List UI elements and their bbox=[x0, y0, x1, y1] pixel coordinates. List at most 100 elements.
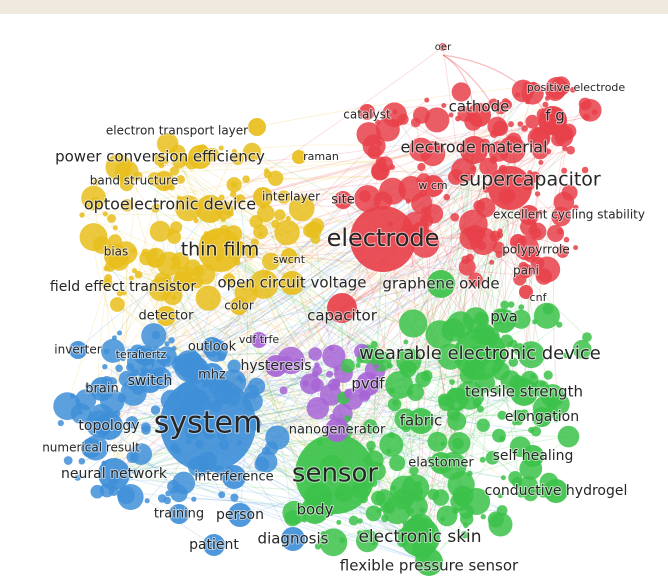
red-node-bubble[interactable] bbox=[448, 169, 464, 186]
mhz-label[interactable]: mhz bbox=[197, 367, 227, 384]
yellow-node-bubble[interactable] bbox=[258, 231, 264, 237]
numerical-result-bubble[interactable] bbox=[81, 438, 101, 458]
blue-node-bubble[interactable] bbox=[217, 352, 226, 362]
green-node-bubble[interactable] bbox=[455, 389, 465, 399]
blue-node-bubble[interactable] bbox=[151, 330, 161, 340]
blue-node-bubble[interactable] bbox=[144, 498, 150, 504]
blue-node-bubble[interactable] bbox=[57, 420, 64, 427]
field-effect-transistor-label[interactable]: field effect transistor bbox=[49, 278, 197, 296]
excellent-cycling-stability-bubble[interactable] bbox=[519, 205, 539, 225]
green-node-bubble[interactable] bbox=[479, 456, 486, 463]
raman-label[interactable]: raman bbox=[302, 149, 340, 164]
flexible-pressure-sensor-label[interactable]: flexible pressure sensor bbox=[339, 556, 520, 576]
detector-bubble[interactable] bbox=[156, 306, 176, 326]
training-label[interactable]: training bbox=[153, 506, 205, 523]
yellow-node-bubble[interactable] bbox=[112, 225, 118, 231]
interlayer-bubble[interactable] bbox=[253, 187, 273, 207]
green-node-bubble[interactable] bbox=[460, 512, 474, 526]
yellow-node-bubble[interactable] bbox=[134, 270, 143, 279]
elongation-label[interactable]: elongation bbox=[504, 408, 580, 426]
yellow-node-bubble[interactable] bbox=[169, 148, 175, 154]
yellow-node-bubble[interactable] bbox=[262, 252, 280, 271]
purple-node-bubble[interactable] bbox=[329, 413, 335, 420]
purple-node-bubble[interactable] bbox=[279, 386, 288, 395]
yellow-node-bubble[interactable] bbox=[167, 228, 175, 236]
purple-node-bubble[interactable] bbox=[314, 362, 320, 368]
yellow-node-bubble[interactable] bbox=[164, 282, 169, 288]
blue-node-bubble[interactable] bbox=[120, 356, 126, 362]
green-node-bubble[interactable] bbox=[360, 347, 370, 358]
blue-node-bubble[interactable] bbox=[191, 496, 197, 502]
brain-label[interactable]: brain bbox=[84, 381, 119, 398]
blue-node-bubble[interactable] bbox=[239, 378, 245, 384]
capacitor-label[interactable]: capacitor bbox=[306, 306, 379, 326]
tensile-strength-bubble[interactable] bbox=[510, 378, 538, 406]
green-node-bubble[interactable] bbox=[356, 356, 364, 364]
yellow-node-bubble[interactable] bbox=[149, 220, 171, 242]
green-node-bubble[interactable] bbox=[409, 466, 419, 476]
yellow-node-bubble[interactable] bbox=[93, 178, 100, 186]
green-node-bubble[interactable] bbox=[582, 332, 592, 342]
diagnosis-label[interactable]: diagnosis bbox=[257, 529, 330, 549]
red-node-bubble[interactable] bbox=[506, 132, 522, 148]
yellow-node-bubble[interactable] bbox=[163, 274, 172, 284]
blue-node-bubble[interactable] bbox=[126, 363, 135, 372]
blue-node-bubble[interactable] bbox=[102, 364, 108, 370]
yellow-node-bubble[interactable] bbox=[242, 175, 250, 183]
red-node-bubble[interactable] bbox=[497, 228, 503, 234]
electrode-material-label[interactable]: electrode material bbox=[399, 137, 548, 158]
red-node-bubble[interactable] bbox=[468, 272, 483, 288]
green-node-bubble[interactable] bbox=[420, 507, 426, 513]
yellow-node-bubble[interactable] bbox=[120, 199, 134, 212]
band-structure-label[interactable]: band structure bbox=[89, 173, 179, 189]
self-healing-label[interactable]: self healing bbox=[492, 447, 575, 465]
blue-node-bubble[interactable] bbox=[125, 416, 139, 429]
yellow-node-bubble[interactable] bbox=[264, 168, 270, 174]
green-node-bubble[interactable] bbox=[409, 508, 415, 514]
detector-label[interactable]: detector bbox=[138, 308, 196, 325]
yellow-node-bubble[interactable] bbox=[131, 268, 138, 274]
w-cm-label[interactable]: w cm bbox=[417, 178, 448, 193]
red-node-bubble[interactable] bbox=[410, 117, 421, 128]
green-node-bubble[interactable] bbox=[449, 379, 455, 385]
blue-node-bubble[interactable] bbox=[244, 384, 259, 400]
supercapacitor-bubble[interactable] bbox=[488, 166, 532, 210]
red-node-bubble[interactable] bbox=[531, 227, 542, 239]
green-node-bubble[interactable] bbox=[372, 347, 378, 354]
switch-bubble[interactable] bbox=[138, 369, 162, 393]
green-node-bubble[interactable] bbox=[392, 399, 399, 406]
green-node-bubble[interactable] bbox=[542, 303, 554, 315]
red-node-bubble[interactable] bbox=[551, 206, 571, 227]
terahertz-label[interactable]: terahertz bbox=[115, 347, 168, 362]
red-node-bubble[interactable] bbox=[507, 147, 513, 154]
yellow-node-bubble[interactable] bbox=[172, 154, 187, 169]
red-node-bubble[interactable] bbox=[375, 119, 381, 126]
blue-node-bubble[interactable] bbox=[141, 425, 151, 435]
yellow-node-bubble[interactable] bbox=[218, 194, 225, 201]
yellow-node-bubble[interactable] bbox=[107, 214, 116, 223]
yellow-node-bubble[interactable] bbox=[182, 158, 189, 165]
red-node-bubble[interactable] bbox=[409, 137, 434, 162]
field-effect-transistor-bubble[interactable] bbox=[173, 271, 193, 291]
red-node-bubble[interactable] bbox=[534, 127, 542, 135]
purple-node-bubble[interactable] bbox=[308, 347, 323, 361]
yellow-node-bubble[interactable] bbox=[271, 219, 280, 229]
yellow-node-bubble[interactable] bbox=[218, 145, 224, 151]
body-label[interactable]: body bbox=[295, 500, 334, 520]
yellow-node-bubble[interactable] bbox=[104, 274, 113, 283]
switch-label[interactable]: switch bbox=[127, 372, 174, 390]
thin-film-bubble[interactable] bbox=[198, 228, 242, 272]
green-node-bubble[interactable] bbox=[370, 340, 378, 349]
green-node-bubble[interactable] bbox=[371, 490, 386, 506]
diagnosis-bubble[interactable] bbox=[281, 527, 305, 551]
blue-node-bubble[interactable] bbox=[261, 446, 271, 456]
red-node-bubble[interactable] bbox=[581, 166, 589, 174]
purple-node-bubble[interactable] bbox=[345, 393, 351, 399]
yellow-node-bubble[interactable] bbox=[102, 211, 108, 217]
yellow-node-bubble[interactable] bbox=[128, 275, 134, 281]
green-node-bubble[interactable] bbox=[355, 362, 361, 368]
red-node-bubble[interactable] bbox=[495, 251, 503, 258]
green-node-bubble[interactable] bbox=[336, 519, 342, 525]
green-node-bubble[interactable] bbox=[477, 405, 484, 413]
fabric-label[interactable]: fabric bbox=[399, 411, 444, 431]
